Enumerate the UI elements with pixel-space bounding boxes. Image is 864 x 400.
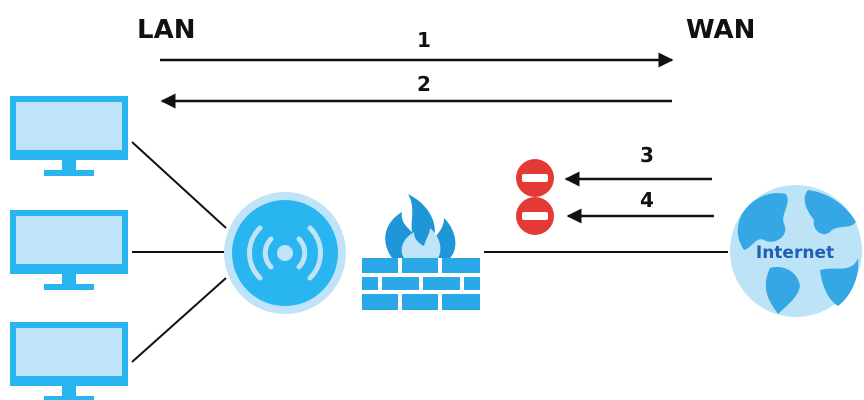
flow-1-number: 1 [417,28,431,52]
globe-icon: Internet [730,185,862,317]
wireless-access-point-icon [224,192,346,314]
flow-3: 3 [516,143,712,197]
firewall-icon [362,194,480,310]
lan-link-3 [131,277,227,363]
lan-label: LAN [137,15,195,45]
flow-4: 4 [516,188,714,235]
flow-4-number: 4 [640,188,654,212]
no-entry-icon [516,197,554,235]
flow-2: 2 [160,72,672,109]
monitor-icon [10,210,128,290]
wan-label: WAN [686,15,755,45]
flow-3-number: 3 [640,143,654,167]
flow-1: 1 [160,28,674,68]
monitor-icon [10,322,128,400]
no-entry-icon [516,159,554,197]
internet-label: Internet [756,243,834,263]
flow-2-number: 2 [417,72,431,96]
monitor-icon [10,96,128,176]
lan-link-1 [131,141,227,229]
